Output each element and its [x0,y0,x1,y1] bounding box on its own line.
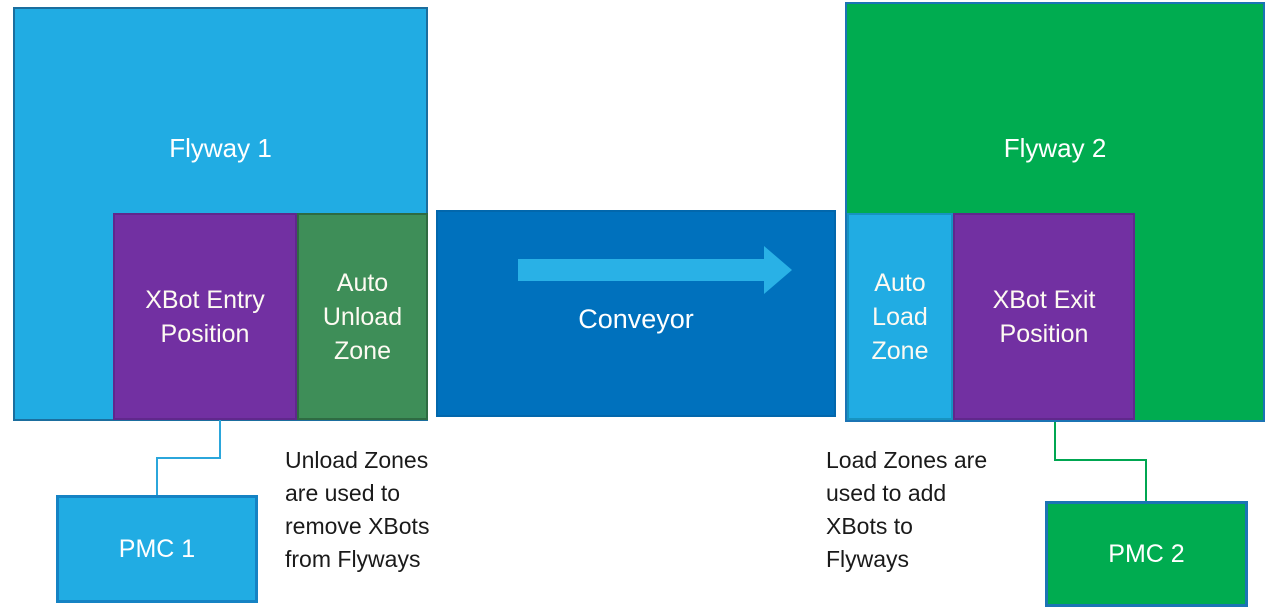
pmc2-connector-line [1054,422,1147,501]
conveyor-label: Conveyor [578,304,694,334]
load-zones-note: Load Zones are used to add XBots to Flyw… [826,447,988,572]
auto-unload-zone-box: Auto Unload Zone [297,213,428,420]
flyway1-label: Flyway 1 [169,133,272,163]
pmc1-box: PMC 1 [56,495,258,603]
xbot-exit-position-box: XBot Exit Position [953,213,1135,420]
auto-load-zone-label: Auto Load Zone [871,268,929,365]
pmc1-label: PMC 1 [118,534,196,563]
xbot-entry-position-box: XBot Entry Position [113,213,297,420]
conveyor-box: Conveyor [436,210,836,417]
unload-zones-note: Unload Zones are used to remove XBots fr… [285,447,430,572]
pmc1-connector-line [156,420,221,495]
pmc2-label: PMC 2 [1108,539,1185,568]
right-arrow-head-icon [764,246,792,294]
right-arrow-icon [518,259,764,281]
auto-unload-zone-label: Auto Unload Zone [322,268,403,365]
pmc2-box: PMC 2 [1045,501,1248,607]
xbot-exit-position-label: XBot Exit Position [992,285,1096,348]
xbot-entry-position-label: XBot Entry Position [145,285,265,348]
flyway2-label: Flyway 2 [1003,133,1107,163]
auto-load-zone-box: Auto Load Zone [847,213,953,420]
